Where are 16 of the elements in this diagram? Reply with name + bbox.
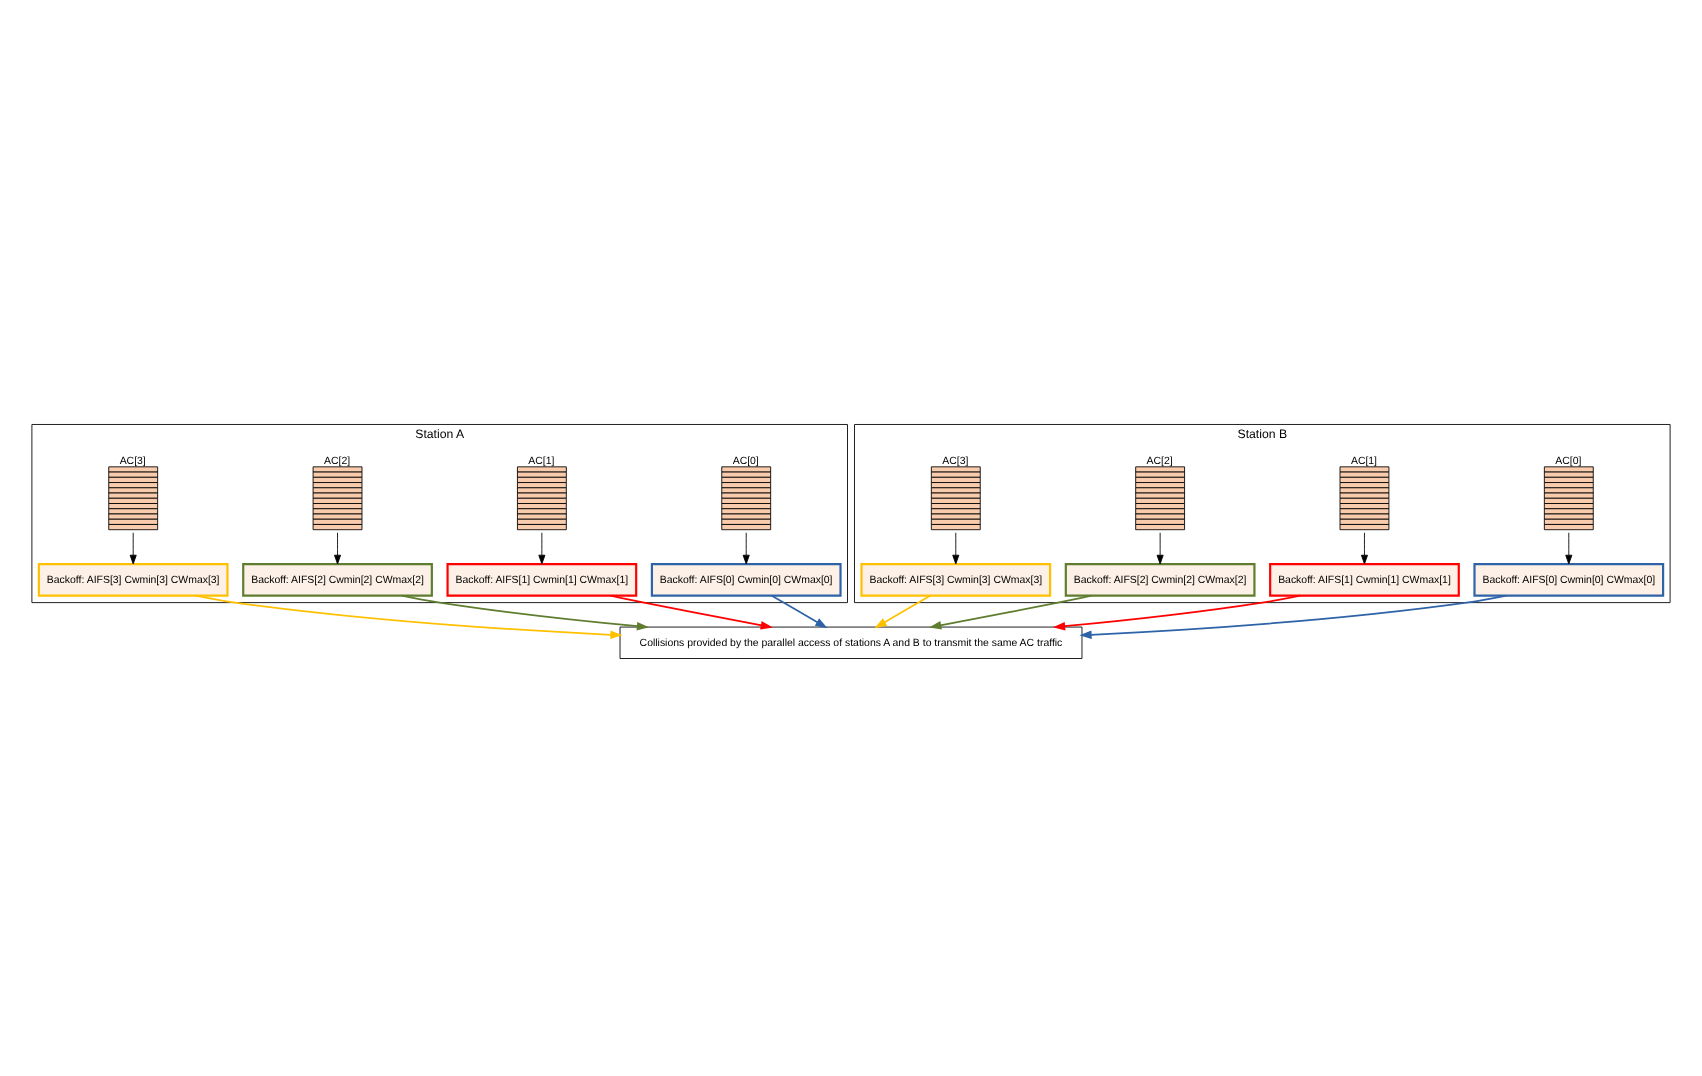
arrow — [609, 594, 773, 630]
arrow — [538, 532, 546, 565]
arrow — [1079, 594, 1508, 640]
arrow — [1565, 532, 1573, 565]
arrow — [400, 594, 650, 631]
arrow — [129, 532, 137, 565]
arrow — [742, 532, 750, 565]
arrow — [952, 532, 960, 565]
arrow — [1156, 532, 1164, 565]
arrow — [334, 532, 342, 565]
arrow — [1360, 532, 1368, 565]
arrow — [1052, 594, 1302, 631]
arrow — [770, 594, 828, 629]
arrow — [874, 594, 932, 629]
arrow — [194, 594, 623, 640]
arrow — [929, 594, 1093, 630]
